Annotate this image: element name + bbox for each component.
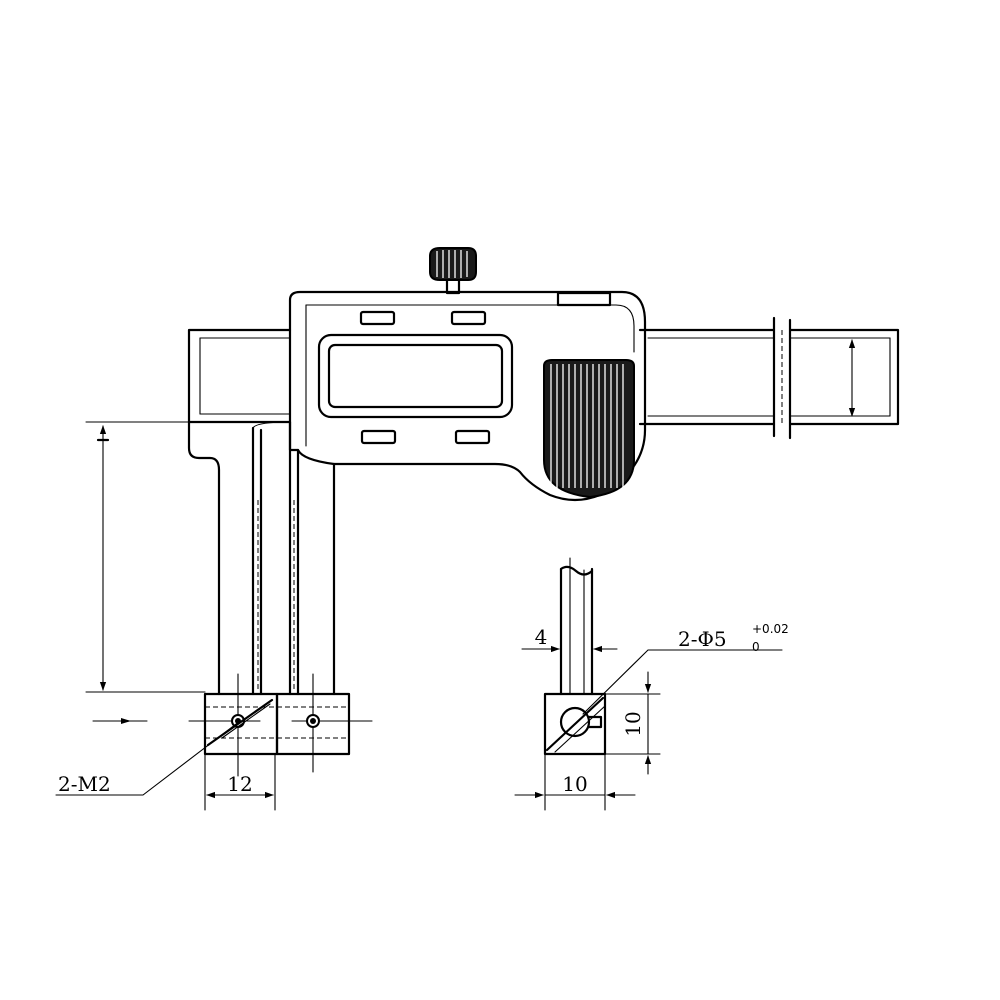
fixed-jaw xyxy=(187,420,291,696)
top-button-right xyxy=(450,310,487,326)
side-view xyxy=(543,557,607,756)
side-height-label: 10 xyxy=(621,711,645,736)
bottom-button-right xyxy=(454,429,491,445)
bottom-button-left xyxy=(360,429,397,445)
front-width-label: 12 xyxy=(227,772,252,796)
thread-callout: 2-M2 xyxy=(55,723,237,796)
moving-jaw xyxy=(257,420,336,696)
slot-width-dimension: 4 xyxy=(521,625,618,653)
slot-width-label: 4 xyxy=(535,625,548,649)
side-width-label: 10 xyxy=(562,772,587,796)
lcd-display-frame xyxy=(317,333,514,419)
caliper-beam xyxy=(187,316,900,440)
locking-screw xyxy=(429,247,477,295)
display-body xyxy=(288,290,647,502)
hole-spec-label: 2-Φ5 xyxy=(678,627,727,651)
top-button-left xyxy=(359,310,396,326)
lcd-display-screen xyxy=(327,343,504,409)
side-height-dimension: 10 xyxy=(604,671,661,775)
anvil-blocks-front xyxy=(92,673,373,777)
side-width-dimension: 10 xyxy=(514,753,636,811)
hole-callout: 2-Φ5 +0.02 0 xyxy=(582,622,789,715)
thread-spec-label: 2-M2 xyxy=(58,772,111,796)
thumb-wheel xyxy=(543,359,635,499)
height-dimension xyxy=(85,421,206,693)
hole-tolerance-upper: +0.02 xyxy=(752,622,789,636)
front-width-dimension: 12 xyxy=(204,753,276,811)
hole-tolerance-lower: 0 xyxy=(752,640,760,654)
